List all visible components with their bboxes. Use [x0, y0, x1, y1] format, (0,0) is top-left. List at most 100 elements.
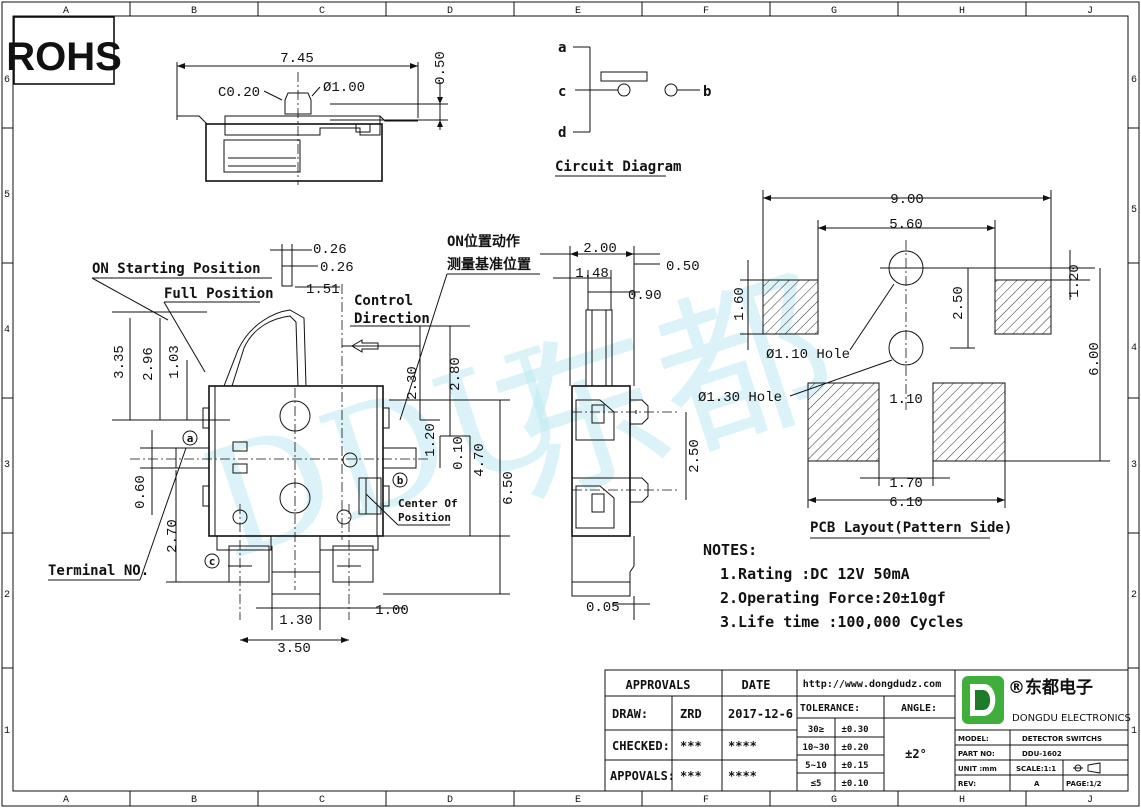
pcb-pad — [932, 382, 1006, 462]
dim-width: 7.45 — [280, 51, 314, 67]
model-label: MODEL: — [958, 735, 989, 743]
dim-5-60: 5.60 — [889, 217, 923, 233]
website-url: http://www.dongdudz.com — [803, 679, 941, 690]
row-label: 6 — [4, 75, 10, 86]
dim-6-50: 6.50 — [501, 471, 517, 505]
pin-d: d — [558, 125, 566, 141]
tolerance-label: TOLERANCE: — [800, 703, 860, 714]
col-label: G — [831, 795, 837, 806]
draw-date: 2017-12-6 — [728, 707, 793, 721]
dim-1-10: 1.10 — [889, 392, 923, 408]
row-label: 4 — [4, 325, 10, 336]
row-label: 3 — [4, 460, 10, 471]
dim-3-50: 3.50 — [277, 641, 311, 657]
scale-label: SCALE:1:1 — [1016, 765, 1056, 773]
dim-1-30: 1.30 — [279, 613, 313, 629]
column-labels: A B C D E F G H J A B C D E F G H J — [63, 6, 1093, 806]
tol-value: ±0.15 — [841, 761, 868, 771]
on-start-label: ON Starting Position — [92, 261, 261, 277]
col-label: E — [575, 795, 581, 806]
col-label: B — [191, 6, 197, 17]
dim-3-35: 3.35 — [112, 345, 128, 379]
row-label: 5 — [1131, 205, 1137, 216]
model-value: DETECTOR SWITCHS — [1022, 735, 1102, 743]
dim-diameter: Ø1.00 — [323, 80, 365, 96]
dim-6-10: 6.10 — [889, 495, 923, 511]
dim-chamfer: C0.20 — [218, 85, 260, 101]
dim-1-51: 1.51 — [306, 282, 340, 298]
col-label: D — [447, 6, 453, 17]
row-label: 3 — [1131, 460, 1137, 471]
appovals-date: **** — [728, 769, 757, 783]
tol-value: ±0.30 — [841, 725, 868, 735]
dim-0-05: 0.05 — [586, 600, 620, 616]
col-label: J — [1087, 6, 1093, 17]
title-block: APPROVALS DATE http://www.dongdudz.com T… — [604, 669, 1131, 792]
pin-a: a — [558, 40, 566, 56]
dim-2-50-pcb: 2.50 — [951, 286, 967, 320]
col-label: C — [319, 795, 325, 806]
col-label: G — [831, 6, 837, 17]
dim-1-60: 1.60 — [732, 287, 748, 321]
dim-height: 0.50 — [433, 51, 449, 85]
dim-1-20-pcb: 1.20 — [1067, 264, 1083, 298]
dim-2-30: 2.30 — [405, 366, 421, 400]
tol-range: 10~30 — [802, 743, 829, 753]
row-label: 5 — [4, 190, 10, 201]
tol-range: 5~10 — [805, 761, 827, 771]
unit-label: UNIT :mm — [958, 765, 997, 773]
hole-1-label: Ø1.10 Hole — [766, 347, 850, 363]
row-label: 2 — [4, 590, 10, 601]
dim-0-90: 0.90 — [628, 288, 662, 304]
pcb-title: PCB Layout(Pattern Side) — [810, 520, 1012, 536]
dim-1-00: 1.00 — [375, 603, 409, 619]
dim-1-48: 1.48 — [575, 266, 609, 282]
draw-label: DRAW: — [612, 707, 648, 721]
full-position-label: Full Position — [164, 286, 274, 302]
dim-0-26b: 0.26 — [320, 260, 354, 276]
checked-name: *** — [680, 739, 702, 753]
dim-2-00: 2.00 — [583, 241, 617, 257]
date-header: DATE — [742, 678, 771, 692]
projection-symbol — [1073, 762, 1101, 774]
notes: NOTES: 1.Rating :DC 12V 50mA 2.Operating… — [703, 541, 964, 631]
col-label: E — [575, 6, 581, 17]
center-of-label-1: Center Of — [398, 497, 458, 510]
dim-0-50: 0.50 — [666, 259, 700, 275]
row-label: 6 — [1131, 75, 1137, 86]
company-name-en: DONGDU ELECTRONICS — [1012, 713, 1131, 724]
col-label: J — [1087, 795, 1093, 806]
appovals-name: *** — [680, 769, 702, 783]
pcb-pad — [807, 382, 880, 462]
checked-label: CHECKED: — [612, 739, 670, 753]
front-view: 3.35 2.96 1.03 2.30 2.80 1.20 0.10 4.70 … — [48, 233, 540, 657]
notes-title: NOTES: — [703, 541, 757, 559]
pcb-pad — [994, 279, 1052, 335]
dim-0-26a: 0.26 — [313, 242, 347, 258]
row-labels: 6 5 4 3 2 1 6 5 4 3 2 1 — [4, 75, 1137, 737]
top-view: 7.45 0.50 C0.20 Ø1.00 — [176, 51, 449, 185]
rev-value: A — [1034, 780, 1040, 788]
control-label-1: Control — [354, 293, 413, 309]
company-logo — [962, 676, 1004, 724]
dim-0-60: 0.60 — [133, 475, 149, 509]
dim-0-10: 0.10 — [451, 436, 467, 470]
terminal-a: a — [187, 432, 194, 445]
col-label: F — [703, 795, 709, 806]
dim-6-00: 6.00 — [1087, 342, 1103, 376]
dim-2-70: 2.70 — [165, 519, 181, 553]
dim-9-00: 9.00 — [890, 192, 924, 208]
row-label: 1 — [4, 726, 10, 737]
pcb-pad — [762, 279, 819, 335]
dim-2-50: 2.50 — [687, 439, 703, 473]
appovals-label: APPOVALS: — [610, 769, 675, 783]
on-cn-label-1: ON位置动作 — [447, 233, 520, 250]
control-label-2: Direction — [354, 311, 430, 327]
tol-range: 30≥ — [808, 725, 825, 735]
terminal-c: c — [209, 555, 216, 568]
tol-value: ±0.10 — [841, 779, 868, 789]
col-label: H — [959, 795, 965, 806]
